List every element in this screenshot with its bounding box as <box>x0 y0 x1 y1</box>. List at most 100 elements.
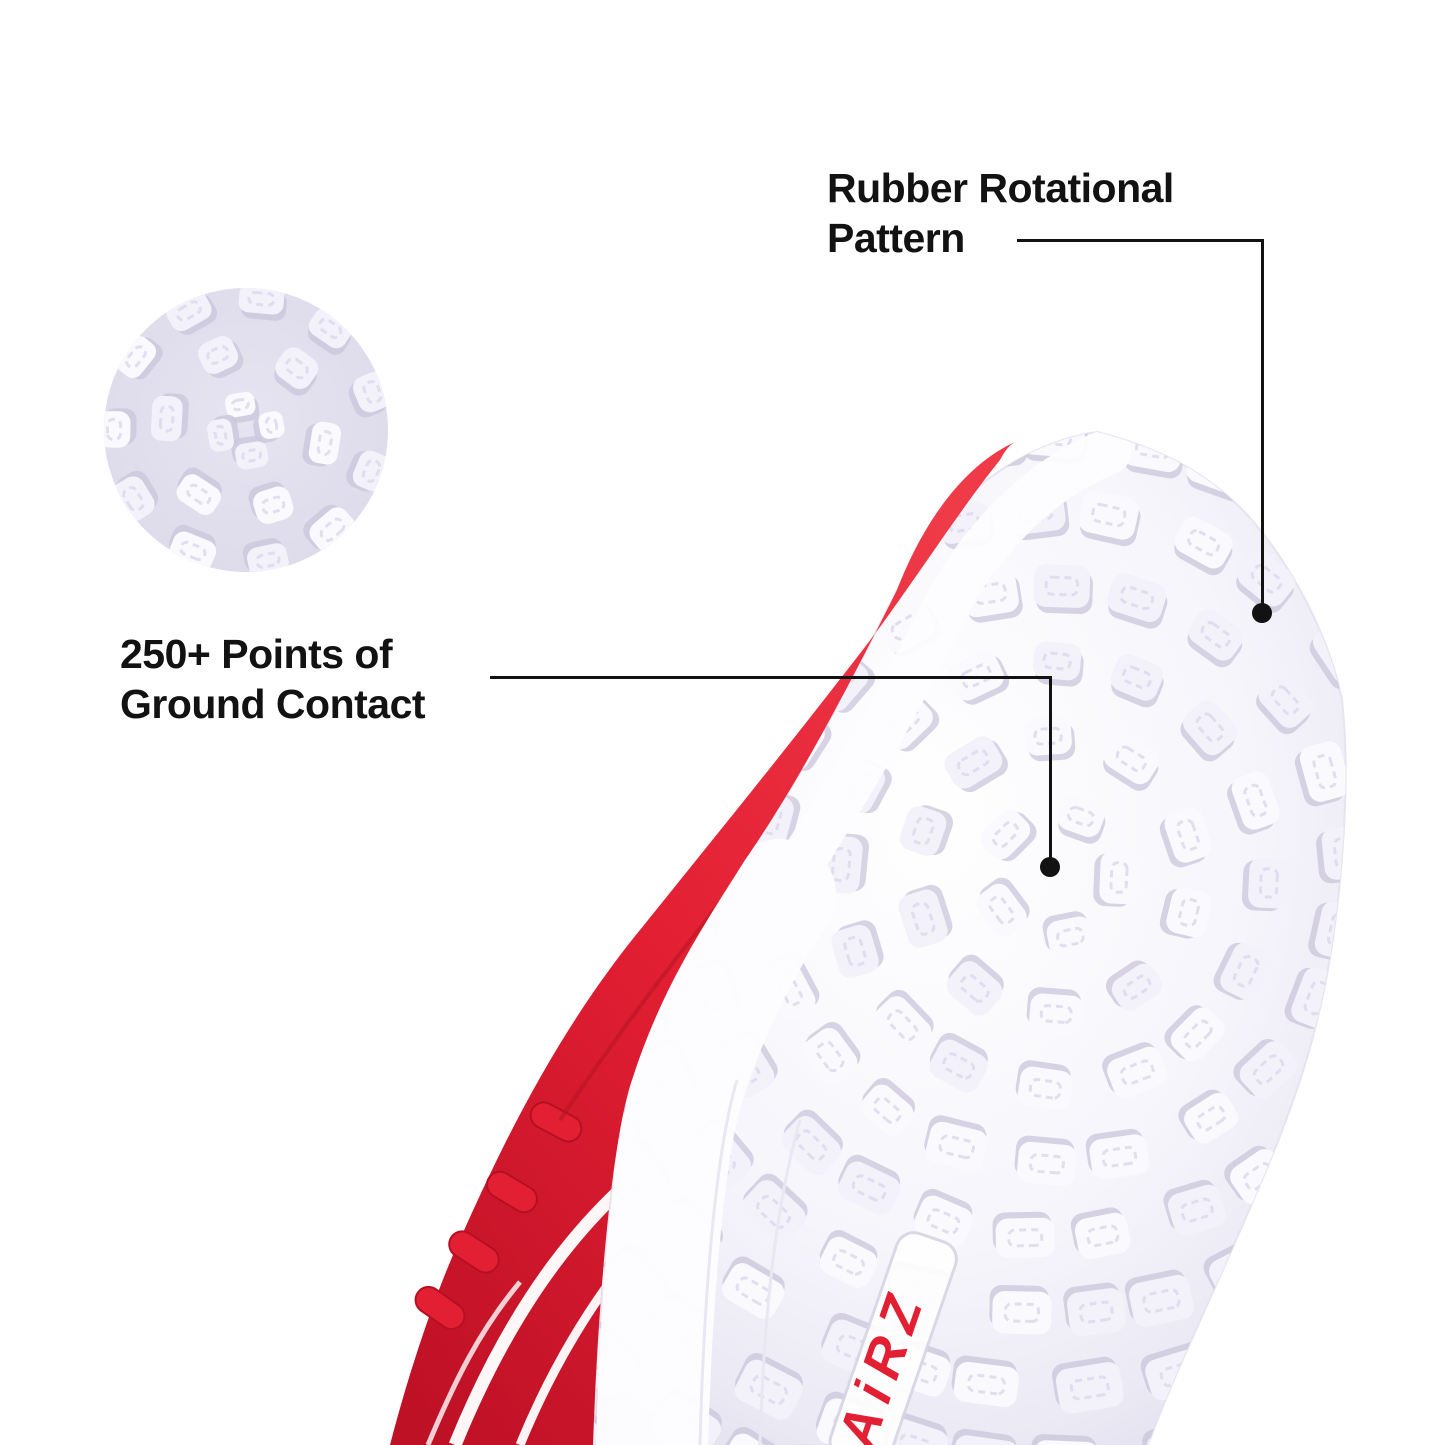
leader-line-rotational-horizontal <box>1017 239 1264 242</box>
tread-stud <box>1241 857 1290 912</box>
tread-stud <box>1042 911 1095 958</box>
tread-stud <box>1070 1207 1131 1260</box>
tread-stud <box>1400 1168 1445 1251</box>
tread-stud <box>628 654 693 723</box>
tread-stud <box>949 1428 1019 1445</box>
tread-stud <box>992 1211 1055 1258</box>
tread-stud <box>1164 1005 1225 1062</box>
tread-stud <box>1063 1282 1126 1337</box>
tread-stud <box>522 756 579 829</box>
tread-stud <box>1296 432 1346 479</box>
tread-stud <box>737 432 808 481</box>
tread-stud <box>504 545 585 630</box>
tread-stud <box>1376 588 1445 670</box>
tread-stud <box>1395 1060 1445 1136</box>
tread-stud <box>303 504 356 553</box>
tread-stud <box>1174 516 1233 576</box>
tread-stud <box>1078 490 1141 547</box>
tread-stud <box>1294 741 1346 807</box>
tread-stud <box>1297 324 1379 399</box>
callout-rotational-line2: Pattern <box>827 215 965 261</box>
tread-stud <box>819 1230 878 1289</box>
tread-stud <box>1377 758 1435 823</box>
tread-stud <box>618 304 703 386</box>
tread-stud <box>593 472 636 542</box>
lace-loop <box>414 1285 466 1331</box>
tread-stud <box>115 336 163 380</box>
tread-stud <box>1026 987 1084 1035</box>
tread-stud <box>238 288 287 321</box>
tread-stud <box>1213 942 1272 1000</box>
tread-stud <box>838 1154 901 1215</box>
brand-logo-plate <box>828 1231 958 1445</box>
tread-stud <box>976 877 1030 937</box>
tread-stud <box>231 435 269 470</box>
tread-stud <box>802 1021 861 1085</box>
tread-stud <box>302 421 342 467</box>
tread-stud <box>1015 1060 1073 1111</box>
sole-midsole-wall <box>596 432 1131 1445</box>
tread-stud <box>1193 1401 1269 1445</box>
tread-stud <box>517 847 570 918</box>
tread-stud <box>1163 1179 1226 1236</box>
tread-stud <box>804 467 870 528</box>
tread-stud <box>1187 609 1244 668</box>
tread-stud <box>1103 733 1159 791</box>
lace-loops <box>414 1101 583 1331</box>
tread-stud <box>593 600 638 665</box>
tread-stud <box>1423 1254 1445 1336</box>
callout-rubber-rotational-pattern: Rubber Rotational Pattern <box>827 163 1174 263</box>
tread-stud <box>1107 573 1168 629</box>
tread-stud <box>989 1284 1052 1335</box>
tread-stud <box>1051 1356 1124 1414</box>
tread-stud <box>1343 1223 1427 1306</box>
tread-stud <box>741 1173 808 1244</box>
tread-stud <box>1180 700 1238 762</box>
tread-stud <box>1057 795 1106 844</box>
tread-stud <box>601 743 661 807</box>
tread-stud <box>253 411 285 443</box>
tread-stud <box>616 432 687 483</box>
tread-stud <box>104 408 137 448</box>
tread-stud <box>924 1115 988 1172</box>
leader-line-rotational-vertical <box>1261 239 1264 613</box>
tread-stud <box>717 653 781 713</box>
detail-circle-tread <box>104 288 388 572</box>
leader-dot-contact <box>1040 857 1060 877</box>
callout-contact-line2: Ground Contact <box>120 681 426 727</box>
tread-stud <box>242 538 289 572</box>
tread-stud <box>1249 432 1314 447</box>
tread-stud <box>593 432 623 443</box>
tread-stud <box>150 393 189 442</box>
tread-stud <box>907 344 982 408</box>
lace-loop <box>485 1170 539 1214</box>
tread-stud <box>1064 338 1129 394</box>
tread-stud <box>691 707 752 767</box>
tread-stud <box>860 439 931 499</box>
tread-stud <box>248 481 294 524</box>
tread-stud <box>224 391 260 423</box>
tread-stud <box>1033 564 1093 615</box>
tread-stud <box>1032 641 1084 687</box>
tread-stud <box>497 422 578 506</box>
tread-stud <box>1377 928 1434 993</box>
tread-stud <box>734 1353 803 1420</box>
tread-stud <box>1392 845 1441 909</box>
tread-stud <box>873 989 934 1055</box>
callout-rotational-line1: Rubber Rotational <box>827 165 1174 211</box>
callout-ground-contact: 250+ Points of Ground Contact <box>120 629 426 729</box>
tread-stud <box>831 920 884 978</box>
tread-detail-circle <box>104 288 388 572</box>
tread-stud <box>1233 1039 1298 1099</box>
tread-stud <box>1345 1011 1346 1074</box>
tread-stud <box>666 590 733 655</box>
tread-stud <box>522 918 577 989</box>
tread-stud <box>1135 345 1211 410</box>
tread-stud <box>612 532 682 601</box>
tread-stud <box>779 580 842 639</box>
tread-stud <box>1353 358 1439 439</box>
tread-stud <box>1297 1276 1346 1335</box>
lace-loop <box>529 1101 583 1143</box>
tread-stud <box>1110 653 1164 708</box>
